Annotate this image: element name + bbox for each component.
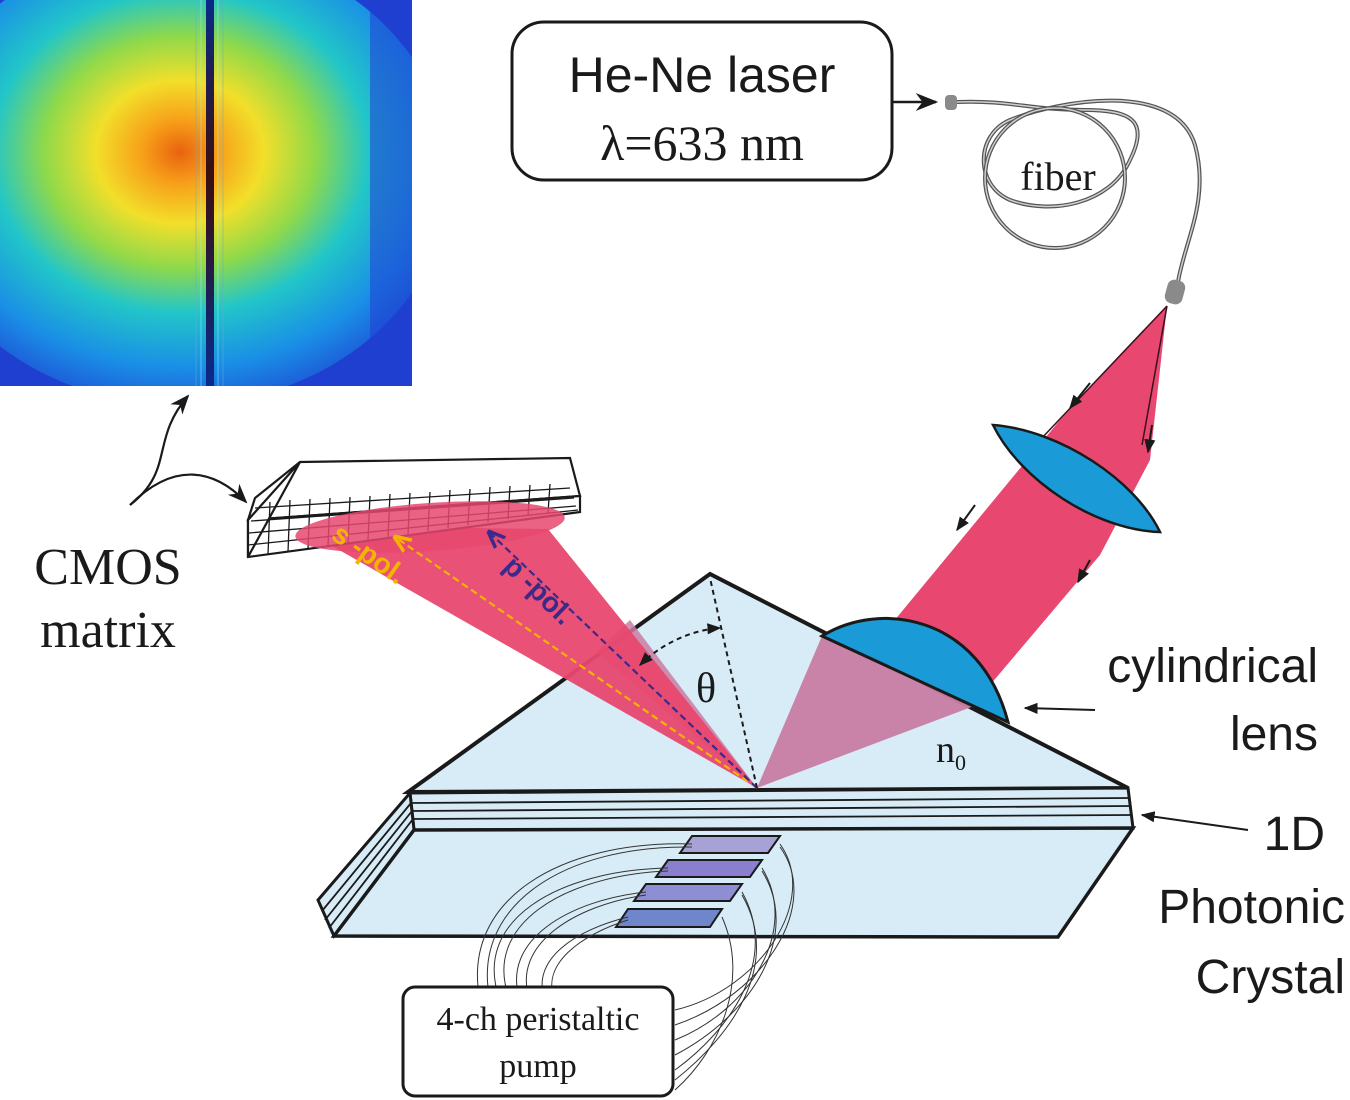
crystal-pointer [1140, 811, 1249, 831]
cmos-label-line2: matrix [40, 602, 176, 659]
flow-channel-2 [654, 859, 764, 878]
cylindrical-lens-label-line1: cylindrical [1107, 640, 1318, 693]
cylindrical-lens-label-line2: lens [1230, 708, 1318, 761]
fiber-label: fiber [1020, 154, 1096, 199]
fiber-cable [893, 93, 1202, 305]
laser-wavelength: λ=633 nm [600, 115, 804, 171]
beam-edge-left [1039, 305, 1168, 441]
crystal-front [330, 826, 1137, 939]
resonance-dip-line [206, 0, 214, 386]
laser-box: He-Ne laser λ=633 nm [510, 20, 894, 182]
collimating-lens [990, 423, 1163, 534]
fiber-connector-input [945, 95, 957, 110]
prism-index: n0 [936, 729, 966, 775]
cmos-label-line1: CMOS [34, 539, 181, 596]
crystal-label-line3: Crystal [1196, 951, 1345, 1004]
s-pol-ray [395, 537, 758, 789]
reflected-beam [297, 526, 757, 788]
cmos-to-image-arrow [129, 394, 190, 506]
pump-line2: pump [499, 1048, 576, 1085]
crystal-label-line2: Photonic [1158, 881, 1345, 934]
interference-fringes [195, 0, 224, 386]
laser-title: He-Ne laser [569, 47, 836, 103]
pump-box: 4-ch peristaltic pump [401, 985, 675, 1098]
p-pol-ray [489, 532, 758, 789]
flow-channel-3 [632, 883, 744, 902]
beam-arrow-2 [1144, 424, 1156, 454]
incident-beam [870, 305, 1168, 685]
camera-image [0, 0, 412, 386]
flow-channel-4 [614, 908, 724, 928]
refracted-beam-in-prism [757, 636, 990, 788]
cylindrical-lens-pointer [1023, 702, 1096, 714]
pump-line1: 4-ch peristaltic [437, 1001, 640, 1038]
pump-tubing [477, 843, 795, 1091]
beam-arrow-1 [1069, 382, 1091, 410]
beam-edge-right [1141, 305, 1168, 446]
photonic-crystal [316, 786, 1137, 939]
flow-channel-1 [678, 835, 782, 854]
beam-arrow-4 [1077, 559, 1091, 584]
crystal-label-line1: 1D [1264, 808, 1325, 861]
cylindrical-lens [818, 617, 1011, 725]
angle-theta: θ [696, 666, 716, 712]
fiber-connector-output [1164, 279, 1186, 305]
cmos-to-matrix-arrow [129, 473, 248, 506]
beam-arrow-3 [956, 504, 976, 532]
flow-channels [614, 835, 782, 928]
